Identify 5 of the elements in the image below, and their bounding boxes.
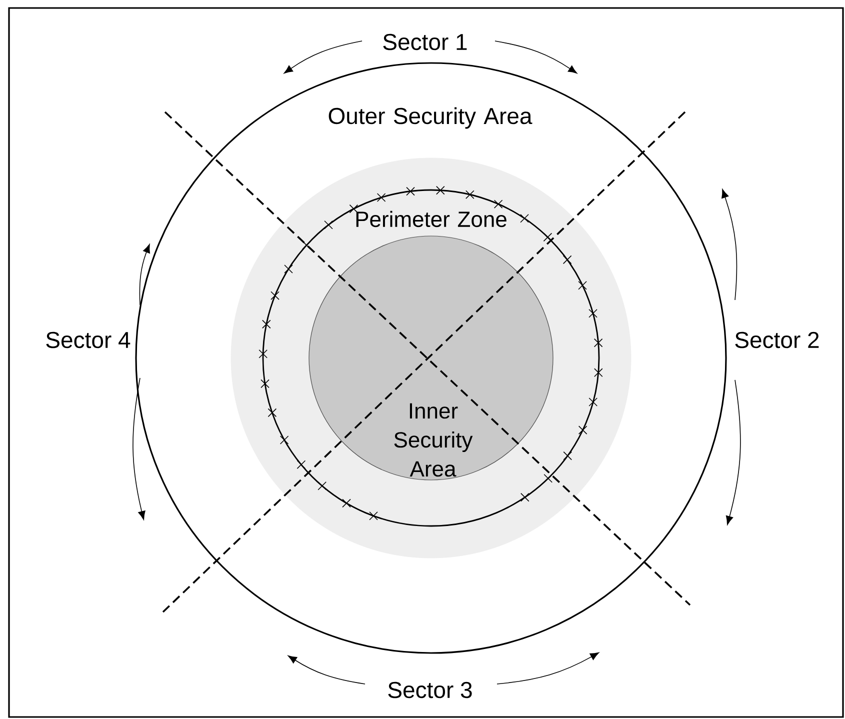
inner-area-disk: Inner Security Area [308,236,554,480]
sector-label: Sector 4 [46,332,130,348]
sector-label: Sector 2 [735,332,819,348]
sector-label: Sector 1 [383,34,467,50]
sector-label: Sector 3 [388,682,472,698]
